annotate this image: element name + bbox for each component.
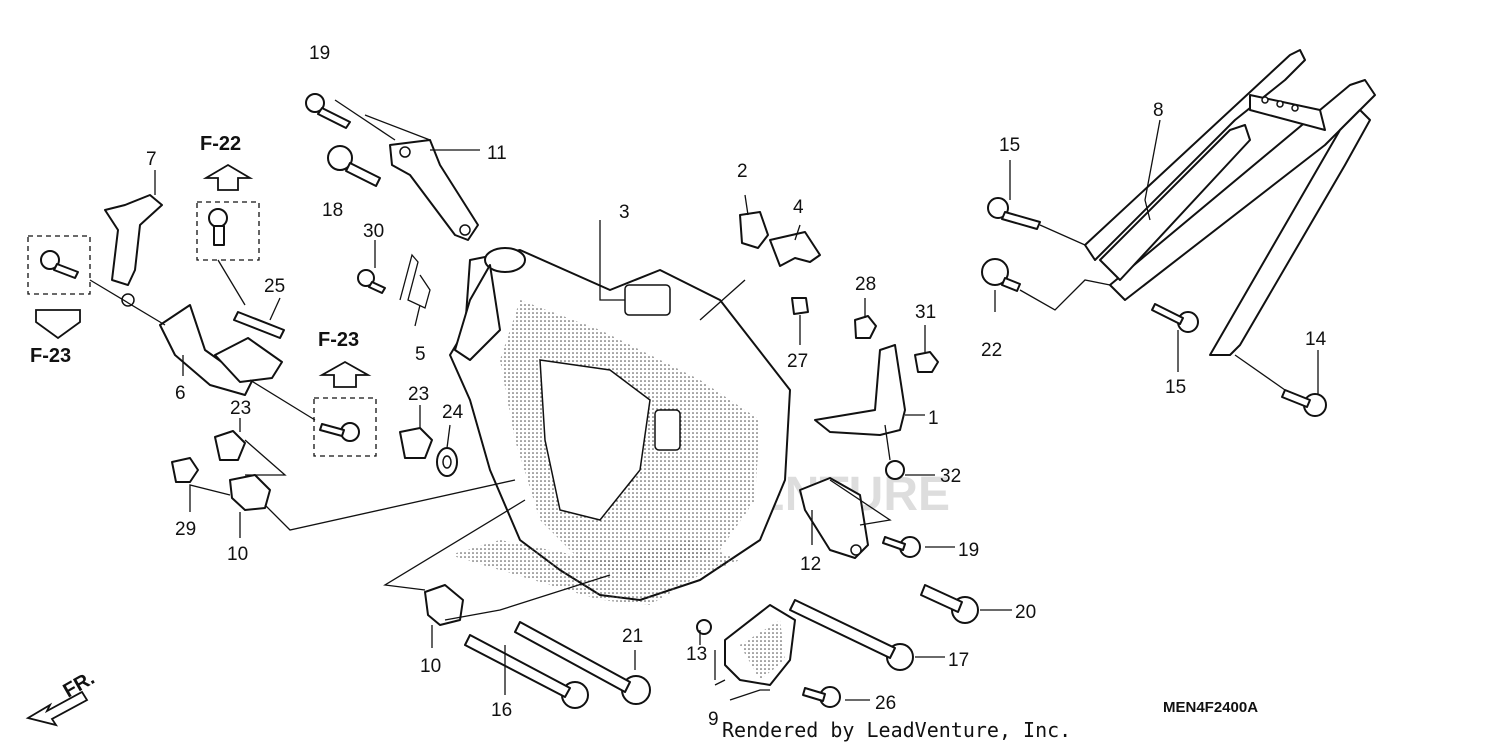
bracket-7[interactable] (104, 194, 163, 307)
bolt-32[interactable] (885, 460, 905, 480)
callout-26[interactable]: 26 (875, 693, 896, 714)
plate-10-upper[interactable] (229, 474, 271, 511)
callout-23-left[interactable]: 23 (230, 398, 251, 419)
bolt-15-top[interactable] (987, 197, 1041, 230)
nut-31[interactable] (914, 351, 939, 373)
bolt-26[interactable] (802, 686, 841, 708)
plate-12[interactable] (799, 477, 869, 559)
bracket-6[interactable] (159, 304, 283, 396)
callout-11[interactable]: 11 (487, 143, 507, 164)
nut-29[interactable] (171, 457, 199, 483)
callout-9[interactable]: 9 (708, 709, 719, 730)
callout-4[interactable]: 4 (793, 197, 804, 218)
callout-14[interactable]: 14 (1305, 329, 1327, 350)
clip-30[interactable] (357, 269, 386, 294)
callout-1[interactable]: 1 (928, 408, 939, 429)
leader-lines (89, 99, 1319, 701)
callout-19-right[interactable]: 19 (958, 540, 979, 561)
callout-24[interactable]: 24 (442, 402, 464, 423)
clamp-25[interactable] (233, 311, 285, 339)
bolt-22[interactable] (981, 258, 1021, 292)
callout-6[interactable]: 6 (175, 383, 186, 404)
main-frame[interactable] (449, 247, 791, 605)
arrow-down-f23-left (35, 309, 81, 340)
arrow-up-f23-mid (318, 360, 372, 388)
callout-32[interactable]: 32 (940, 466, 961, 487)
front-marker-label: FR. (60, 667, 99, 702)
callout-10-upper[interactable]: 10 (227, 544, 248, 565)
bolt-16[interactable] (464, 634, 589, 709)
ref-box-left (27, 235, 91, 295)
grommet-27[interactable] (791, 297, 809, 315)
callout-3[interactable]: 3 (619, 202, 630, 223)
callout-22[interactable]: 22 (981, 340, 1002, 361)
callout-23-mid[interactable]: 23 (408, 384, 429, 405)
bracket-11[interactable] (389, 139, 479, 241)
callout-15-top[interactable]: 15 (999, 135, 1020, 156)
nut-28[interactable] (854, 315, 877, 339)
wire-5[interactable] (399, 253, 431, 309)
plate-10-lower[interactable] (424, 584, 464, 626)
bolt-14[interactable] (1281, 389, 1327, 417)
callout-29[interactable]: 29 (175, 519, 196, 540)
bolt-18[interactable] (327, 145, 381, 187)
callout-28[interactable]: 28 (855, 274, 876, 295)
clip-4[interactable] (769, 231, 821, 267)
callout-20[interactable]: 20 (1015, 602, 1036, 623)
bolt-20[interactable] (920, 584, 979, 624)
bolt-19-top[interactable] (305, 93, 351, 129)
ref-label-f23-left[interactable]: F-23 (30, 345, 71, 367)
bolt-17[interactable] (789, 599, 914, 671)
callout-10-lower[interactable]: 10 (420, 656, 441, 677)
callout-19-top[interactable]: 19 (309, 43, 330, 64)
callout-30[interactable]: 30 (363, 221, 384, 242)
ref-label-f22[interactable]: F-22 (200, 133, 241, 155)
bolt-in-box-left[interactable] (40, 250, 79, 279)
callout-15-lower[interactable]: 15 (1165, 377, 1186, 398)
callout-7[interactable]: 7 (146, 149, 157, 170)
bolt-in-box-top[interactable] (208, 208, 228, 246)
callout-27[interactable]: 27 (787, 351, 808, 372)
callout-18[interactable]: 18 (322, 200, 343, 221)
nut-13[interactable] (696, 619, 712, 635)
callout-13[interactable]: 13 (686, 644, 707, 665)
callout-2[interactable]: 2 (737, 161, 748, 182)
ref-label-f23-mid[interactable]: F-23 (318, 329, 359, 351)
nut-23-left[interactable] (214, 430, 246, 461)
callout-labels: 1 2 3 4 5 6 7 8 9 10 10 11 12 13 14 15 1… (146, 43, 1327, 730)
ref-box-top (196, 201, 260, 261)
bolt-15-lower[interactable] (1151, 303, 1199, 333)
bolt-21[interactable] (514, 621, 651, 705)
ref-box-mid (313, 397, 377, 457)
front-arrow-icon (25, 690, 89, 727)
rear-subframe[interactable] (1084, 49, 1376, 356)
callout-16[interactable]: 16 (491, 700, 512, 721)
callout-17[interactable]: 17 (948, 650, 969, 671)
callout-21[interactable]: 21 (622, 626, 643, 647)
callout-31[interactable]: 31 (915, 302, 936, 323)
callout-12[interactable]: 12 (800, 554, 821, 575)
bolt-in-box-mid[interactable] (319, 422, 360, 442)
bolt-19-right[interactable] (882, 536, 921, 558)
bracket-1[interactable] (814, 344, 906, 436)
callout-8[interactable]: 8 (1153, 100, 1164, 121)
diagram-code: MEN4F2400A (1163, 699, 1258, 716)
callout-25[interactable]: 25 (264, 276, 285, 297)
nut-23-mid[interactable] (399, 427, 433, 459)
arrow-up-f22 (202, 163, 254, 191)
credit-text: Rendered by LeadVenture, Inc. (722, 718, 1071, 742)
guard-9[interactable] (724, 604, 796, 686)
callout-5[interactable]: 5 (415, 344, 426, 365)
washer-24[interactable] (436, 447, 458, 477)
collar-2[interactable] (739, 211, 769, 249)
